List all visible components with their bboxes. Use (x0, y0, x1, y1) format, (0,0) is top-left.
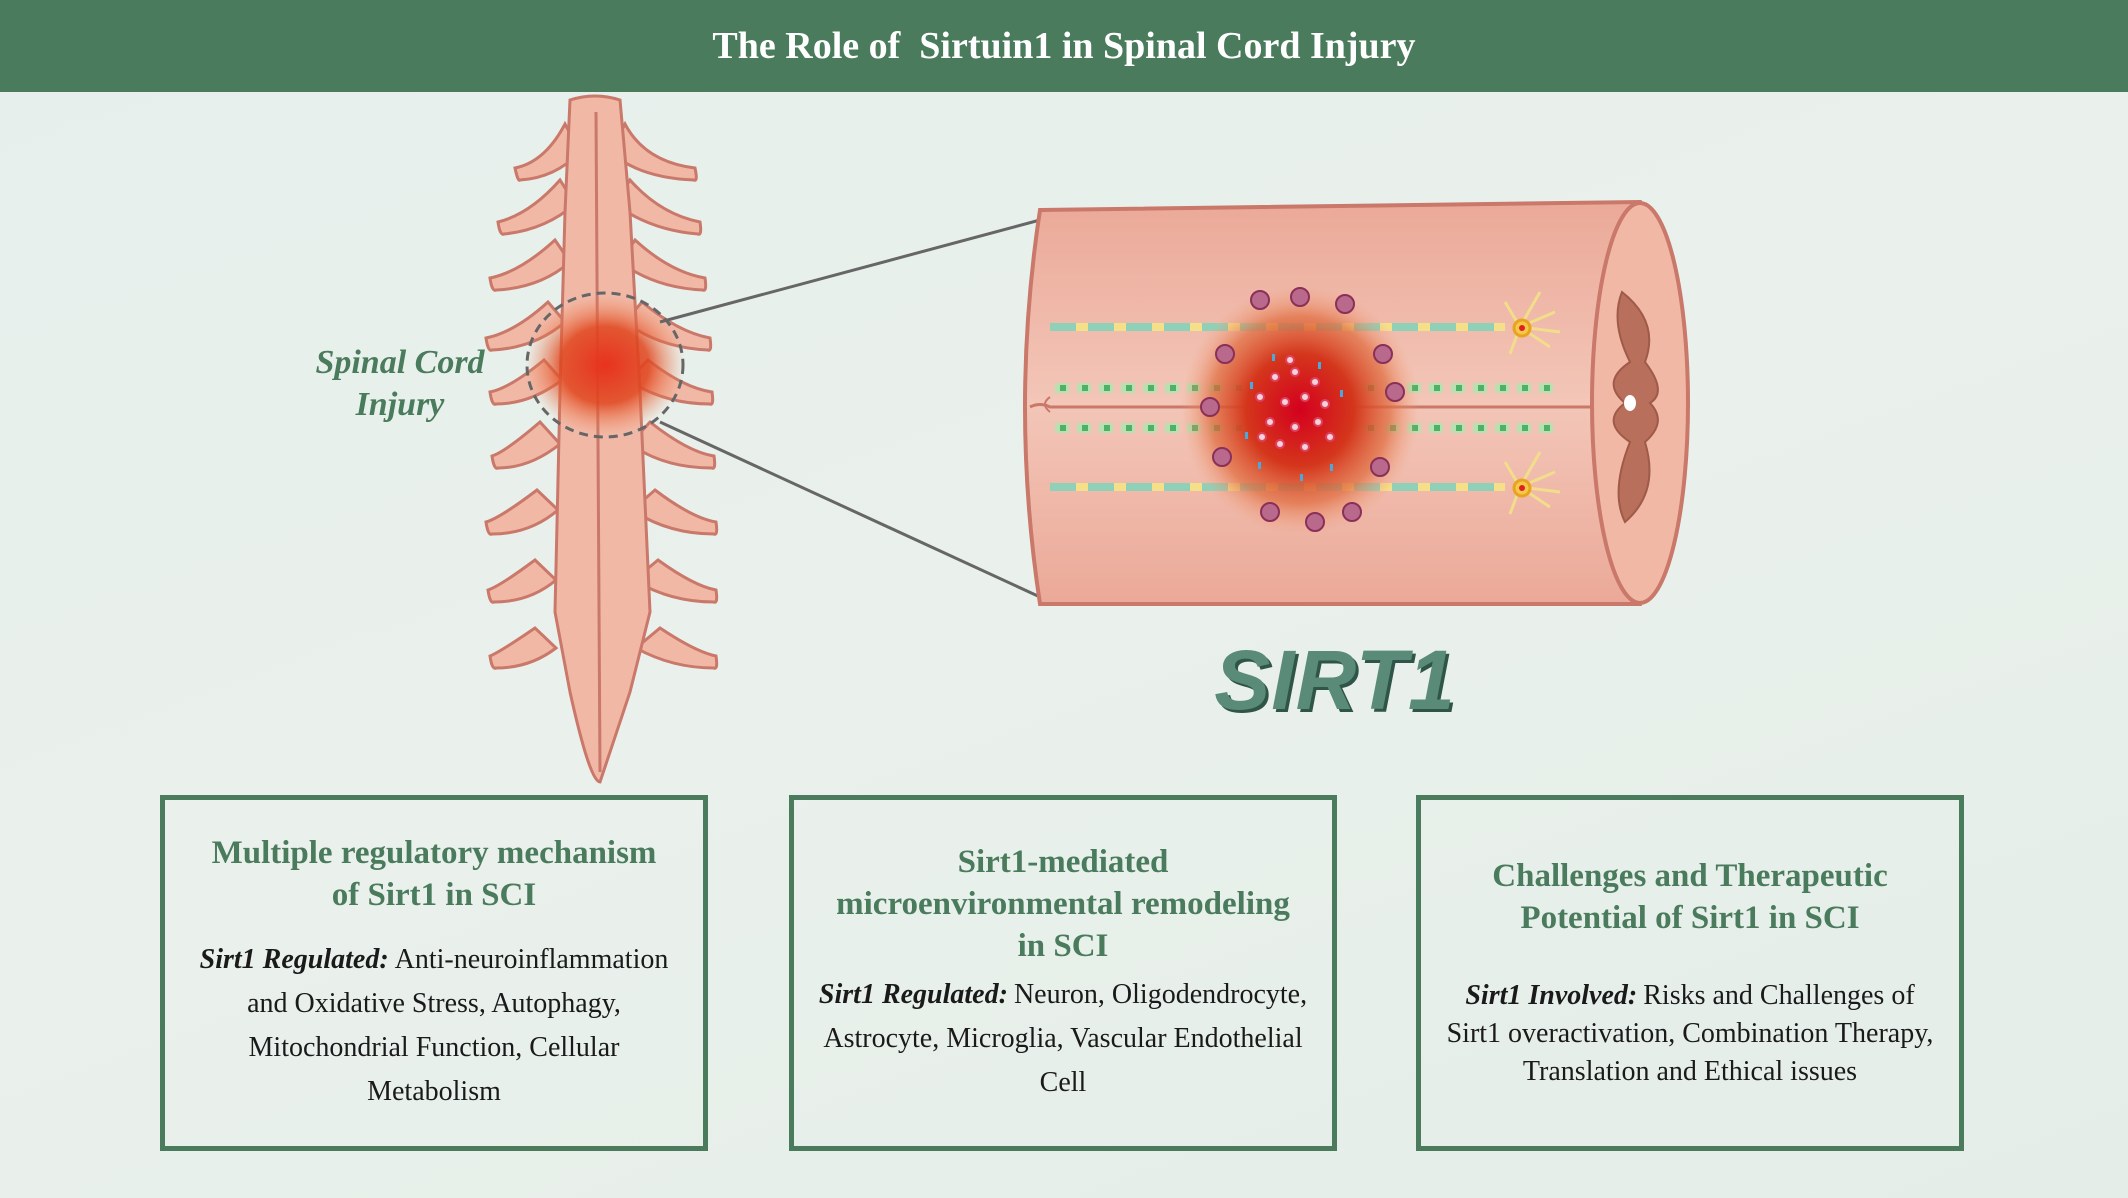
challenges-box-title-line-1: Challenges and Therapeutic (1492, 858, 1888, 894)
spinal-cord-illustration (484, 94, 1690, 784)
microenvironment-box-title-line-2: microenvironmental remodeling (836, 886, 1290, 922)
microenvironment-box: Sirt1-mediated microenvironmental remode… (789, 795, 1337, 1151)
injury-label-line-1: Spinal Cord (315, 344, 485, 381)
spinal-cord-injury-label: Spinal Cord Injury (300, 342, 500, 426)
neuron-bottom (1503, 451, 1561, 515)
microenvironment-box-text: Neuron, Oligodendrocyte, Astrocyte, Micr… (823, 979, 1308, 1098)
microenvironment-box-lead: Sirt1 Regulated: (818, 979, 1008, 1010)
mechanism-box-text: Anti-neuroinflammation and Oxidative Str… (247, 944, 669, 1107)
ros-particles (1245, 354, 1343, 481)
title-banner: The Role of Sirtuin1 in Spinal Cord Inju… (0, 0, 2128, 92)
injury-label-line-2: Injury (355, 386, 445, 423)
mechanism-box: Multiple regulatory mechanism of Sirt1 i… (160, 795, 708, 1151)
zoom-line-top (659, 218, 1041, 324)
challenges-box-text: Risks and Challenges of Sirt1 overactiva… (1446, 980, 1934, 1087)
magnified-cord-segment (1023, 199, 1690, 606)
page-title: The Role of Sirtuin1 in Spinal Cord Inju… (712, 25, 1416, 67)
challenges-box-title: Challenges and Therapeutic Potential of … (1439, 855, 1941, 939)
cylinder-midline (1029, 403, 1600, 409)
challenges-box-title-line-2: Potential of Sirt1 in SCI (1520, 900, 1860, 936)
injury-site-glow (525, 295, 685, 435)
microglia-cells (1200, 287, 1405, 532)
gray-matter-butterfly (1612, 290, 1659, 524)
microenvironment-box-title-line-1: Sirt1-mediated (957, 844, 1169, 880)
spinal-cord-trunk (553, 94, 652, 784)
lesion-core (1180, 285, 1420, 535)
zoom-line-bottom (659, 420, 1041, 599)
mechanism-box-title-line-2: of Sirt1 in SCI (331, 877, 537, 913)
microenvironment-box-title: Sirt1-mediated microenvironmental remode… (812, 841, 1314, 967)
central-canal-line (594, 111, 602, 773)
inflammatory-cells (1255, 355, 1335, 452)
mechanism-box-title-line-1: Multiple regulatory mechanism (211, 835, 657, 871)
challenges-box-body: Sirt1 Involved:Risks and Challenges of S… (1439, 977, 1941, 1091)
microenvironment-box-title-line-3: in SCI (1017, 928, 1109, 964)
challenges-box: Challenges and Therapeutic Potential of … (1416, 795, 1964, 1151)
neuron-top (1503, 291, 1561, 355)
central-canal-dot (1624, 395, 1636, 411)
microenvironment-box-body: Sirt1 Regulated:Neuron, Oligodendrocyte,… (812, 973, 1314, 1105)
spinal-cord-left (484, 94, 719, 784)
challenges-box-lead: Sirt1 Involved: (1465, 980, 1638, 1011)
mechanism-box-lead: Sirt1 Regulated: (199, 944, 389, 975)
nerve-roots-left (484, 120, 582, 670)
sirt1-label: SIRT1 (1214, 633, 1456, 727)
injury-site-highlight-circle (525, 291, 685, 439)
mechanism-box-body: Sirt1 Regulated:Anti-neuroinflammation a… (183, 938, 685, 1114)
mechanism-box-title: Multiple regulatory mechanism of Sirt1 i… (183, 832, 685, 916)
